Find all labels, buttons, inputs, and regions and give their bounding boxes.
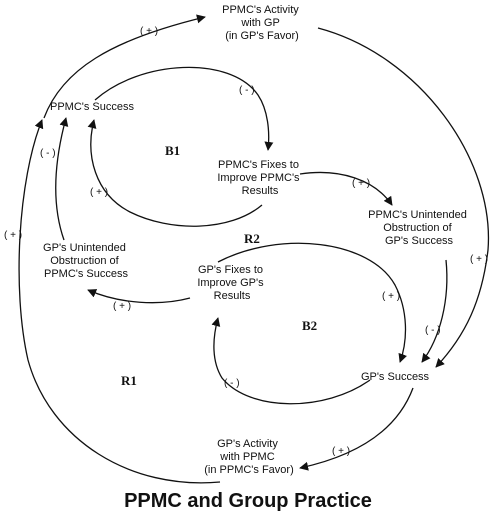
- arrow-gp-unintended-to-ppmc-success: [55, 117, 69, 241]
- node-gp-fixes-line1: GP's Fixes to: [198, 264, 263, 276]
- node-gp-success-line1: GP's Success: [361, 371, 430, 383]
- sign-fixes-to-ppmc-success: ( + ): [90, 187, 108, 198]
- node-ppmc-success-line1: PPMC's Success: [50, 101, 135, 113]
- node-gp-activity: GP's Activity with PPMC (in PPMC's Favor…: [204, 438, 294, 476]
- node-ppmc-activity-line3: (in GP's Favor): [225, 30, 299, 42]
- loop-label-r1: R1: [121, 373, 137, 388]
- sign-gp-activity-to-ppmc-success: ( + ): [4, 230, 22, 241]
- sign-activity-to-gp-success: ( + ): [470, 254, 488, 265]
- loop-label-b1: B1: [165, 143, 180, 158]
- node-gp-fixes: GP's Fixes to Improve GP's Results: [197, 264, 266, 302]
- sign-gp-success-to-gp-fixes: ( - ): [224, 378, 240, 389]
- sign-fixes-to-unintended: ( + ): [352, 178, 370, 189]
- node-ppmc-activity-line1: PPMC's Activity: [222, 4, 299, 16]
- node-gp-activity-line1: GP's Activity: [217, 438, 278, 450]
- arrow-gp-fixes-to-gp-unintended: [87, 289, 191, 304]
- node-ppmc-unintended-line2: Obstruction of: [383, 222, 452, 234]
- arrow-fixes-to-ppmc-success: [87, 119, 263, 227]
- sign-ppmc-success-to-fixes: ( - ): [239, 85, 255, 96]
- node-ppmc-success: PPMC's Success: [50, 101, 135, 113]
- sign-unintended-to-gp-success: ( - ): [425, 325, 441, 336]
- sign-success-to-activity: ( + ): [140, 26, 158, 37]
- node-ppmc-activity-line2: with GP: [240, 17, 279, 29]
- node-gp-unintended-line1: GP's Unintended: [43, 242, 126, 254]
- node-gp-fixes-line3: Results: [214, 290, 251, 302]
- node-gp-unintended: GP's Unintended Obstruction of PPMC's Su…: [43, 242, 129, 280]
- arrow-activity-to-gp-success: [317, 27, 490, 368]
- arrow-gp-activity-to-ppmc-success: [18, 119, 221, 484]
- node-ppmc-unintended: PPMC's Unintended Obstruction of GP's Su…: [368, 209, 470, 247]
- node-ppmc-fixes-line3: Results: [242, 185, 279, 197]
- arrow-ppmc-success-to-fixes: [94, 66, 274, 151]
- arrow-success-to-activity: [43, 14, 206, 119]
- arrow-gp-fixes-to-gp-success: [217, 242, 407, 363]
- node-gp-unintended-line3: PPMC's Success: [44, 268, 129, 280]
- arrow-fixes-to-unintended: [299, 171, 393, 206]
- node-ppmc-unintended-line1: PPMC's Unintended: [368, 209, 467, 221]
- arrow-unintended-to-gp-success: [421, 259, 448, 363]
- node-ppmc-unintended-line3: GP's Success: [385, 235, 454, 247]
- node-gp-fixes-line2: Improve GP's: [197, 277, 264, 289]
- node-gp-success: GP's Success: [361, 371, 430, 383]
- arrow-gp-success-to-gp-fixes: [211, 317, 371, 405]
- node-ppmc-fixes-line1: PPMC's Fixes to: [218, 159, 299, 171]
- sign-gp-unintended-to-ppmc-success: ( - ): [40, 148, 56, 159]
- node-ppmc-activity: PPMC's Activity with GP (in GP's Favor): [222, 4, 302, 42]
- sign-gp-fixes-to-gp-unintended: ( + ): [113, 301, 131, 312]
- sign-ppmc-fixes-to-gp-success: ( + ): [382, 291, 400, 302]
- node-gp-activity-line3: (in PPMC's Favor): [204, 464, 294, 476]
- node-ppmc-fixes: PPMC's Fixes to Improve PPMC's Results: [217, 159, 302, 197]
- sign-gp-success-to-gp-activity: ( + ): [332, 446, 350, 457]
- loop-label-r2: R2: [244, 231, 260, 246]
- arrow-gp-success-to-gp-activity: [299, 387, 414, 471]
- node-ppmc-fixes-line2: Improve PPMC's: [217, 172, 300, 184]
- node-gp-unintended-line2: Obstruction of: [50, 255, 119, 267]
- loop-label-b2: B2: [302, 318, 317, 333]
- node-gp-activity-line2: with PPMC: [219, 451, 274, 463]
- diagram-title: PPMC and Group Practice: [124, 490, 372, 512]
